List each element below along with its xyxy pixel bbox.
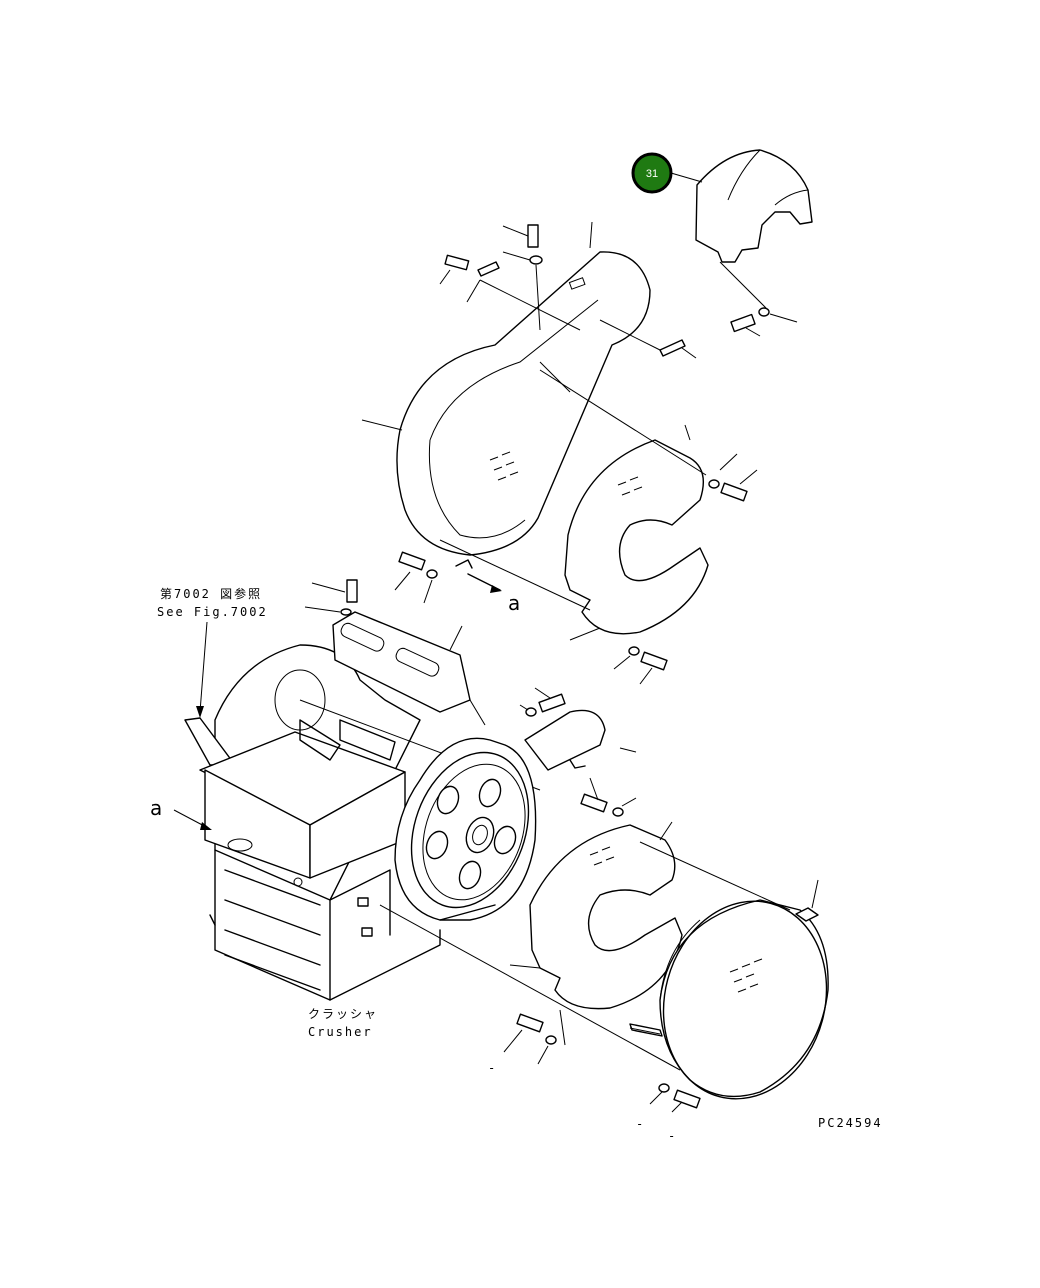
stray-mark-1: - [488,1061,497,1075]
stray-mark-2: - [636,1117,645,1131]
vent-slots-upper [489,451,519,481]
reference-note-en: See Fig.7002 [157,605,268,619]
stray-marks: - - - [488,1061,677,1143]
crusher-label-en: Crusher [308,1025,373,1039]
vent-slots-drum [729,958,763,993]
vent-slots-lower-inner [589,846,615,866]
flywheel-pulley [394,737,537,921]
reference-note-jp: 第7002 図参照 [160,586,262,601]
upper-inner-panel [539,369,709,635]
stray-mark-3: - [668,1129,677,1143]
bolt-set-lower-panel-top [580,777,637,817]
bolt-set-crusher-top [304,579,358,616]
bolt-set-top-right [719,261,798,337]
vent-slots-inner [617,476,643,496]
bolt-set-bottom [503,1009,701,1113]
crusher-label: クラッシャ Crusher [308,1007,378,1039]
crusher-label-jp: クラッシャ [308,1007,378,1021]
view-arrow-left: a [150,796,212,830]
crusher-frame [184,644,541,1001]
callout-badge[interactable] [631,152,673,194]
mid-bracket [519,687,637,771]
bolt-set-under-upper-cover: a [394,539,591,615]
top-half-cover [695,149,813,263]
crusher-top-plate [332,611,486,726]
reference-note: 第7002 図参照 See Fig.7002 [157,586,268,718]
bolt-set-upper-cover [439,224,697,359]
drawing-code: PC24594 [818,1116,883,1130]
callout-31[interactable]: 31 [631,152,703,194]
view-mark-a-left: a [150,796,162,820]
view-mark-a-upper: a [508,591,520,615]
upper-belt-cover [361,221,651,556]
lower-inner-panel [509,821,683,1010]
bolt-set-lower-inner [569,627,668,685]
bolt-set-flywheel [357,897,373,937]
callout-number: 31 [646,168,658,180]
lower-drum-cover [379,841,829,1100]
bolt-set-inner-panel [708,453,758,502]
